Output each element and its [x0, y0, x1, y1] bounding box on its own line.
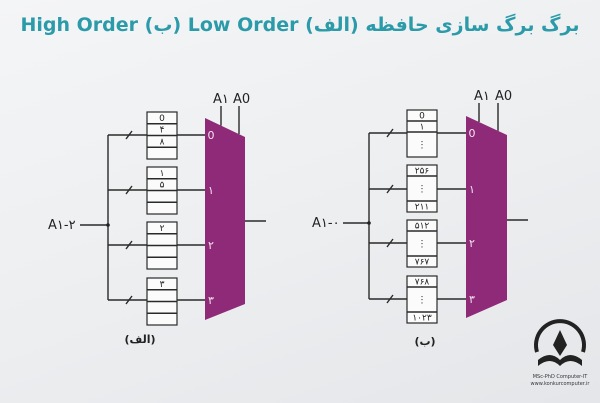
bus-slash-icon	[125, 295, 133, 305]
memory-module	[406, 109, 438, 158]
mux-input-label: ۱	[208, 184, 214, 197]
caption-alef: (الف)	[124, 333, 155, 346]
bus-slash-icon	[386, 238, 394, 248]
memory-address: ۲۱۱	[415, 203, 430, 213]
logo-line2: www.konkurcomputer.ir	[531, 381, 591, 387]
page-title: برگ برگ سازی حافظه (الف) Low Order (ب) H…	[20, 14, 580, 36]
bus-slash-icon	[125, 130, 133, 140]
input-label-right: A۱-۰	[312, 216, 340, 231]
memory-module	[406, 164, 438, 213]
memory-address: ۲	[160, 224, 165, 234]
select-a1-right: A۱	[474, 89, 490, 104]
multiplexer	[466, 116, 507, 318]
memory-address: ۷۶۷	[415, 258, 430, 268]
multiplexer	[205, 118, 245, 320]
logo: MSc-PhD Computer-IT www.konkurcomputer.i…	[531, 319, 591, 387]
memory-address: ⋮	[418, 185, 427, 195]
mux-input-label: ۱	[469, 183, 475, 196]
memory-module	[406, 219, 438, 268]
mux-input-label: 0	[208, 129, 215, 142]
memory-address: ۸	[160, 137, 165, 147]
memory-address: ⋮	[418, 240, 427, 250]
memory-module	[406, 275, 438, 324]
mux-input-label: ۳	[208, 294, 214, 307]
select-a0-left: A0	[233, 92, 250, 107]
memory-address: ۷۶۸	[415, 278, 430, 288]
junction-dot	[367, 221, 371, 225]
memory-address: ۴	[160, 126, 165, 136]
bus-slash-icon	[125, 240, 133, 250]
mux-input-label: ۳	[469, 293, 475, 306]
bus-slash-icon	[125, 185, 133, 195]
input-label-left: A۱-۲	[48, 218, 76, 233]
junction-dot	[106, 223, 110, 227]
memory-address: ⋮	[418, 296, 427, 306]
memory-address: ۱۰۲۳	[412, 314, 432, 324]
memory-address: ⋮	[418, 141, 427, 151]
select-a1-left: A۱	[213, 92, 229, 107]
mux-input-label: ۲	[208, 239, 214, 252]
memory-address: 0	[419, 112, 425, 122]
bus-slash-icon	[386, 294, 394, 304]
memory-address: ۵	[160, 181, 165, 191]
memory-address: ۱	[420, 123, 425, 133]
memory-address: ۵۱۲	[415, 222, 430, 232]
memory-address: ۳	[160, 280, 165, 290]
mux-input-label: ۲	[469, 237, 475, 250]
select-a0-right: A0	[495, 89, 512, 104]
mux-input-label: 0	[469, 127, 476, 140]
memory-address: ۲۵۶	[415, 167, 430, 177]
bus-slash-icon	[386, 184, 394, 194]
logo-line1: MSc-PhD Computer-IT	[533, 374, 588, 380]
memory-address: ۱	[160, 169, 165, 179]
bus-slash-icon	[386, 128, 394, 138]
memory-address: 0	[159, 114, 165, 124]
caption-be: (ب)	[414, 335, 435, 348]
